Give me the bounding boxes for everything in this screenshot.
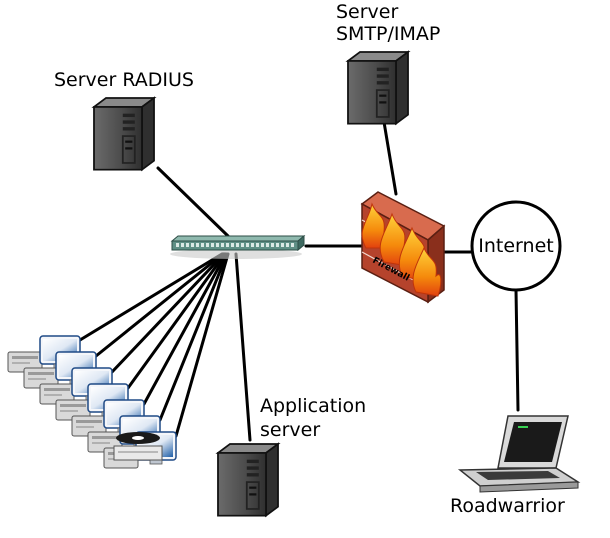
switch-port bbox=[236, 243, 239, 247]
switch-port bbox=[221, 243, 224, 247]
link-radius-switch bbox=[156, 166, 230, 238]
switch-port bbox=[231, 243, 234, 247]
cd-disc-icon bbox=[113, 432, 163, 461]
internet-cloud: Internet bbox=[470, 200, 562, 292]
link-switch-workstation-6 bbox=[158, 252, 229, 422]
link-switch-workstation-1 bbox=[78, 252, 224, 342]
switch-port bbox=[291, 243, 294, 247]
switch-port bbox=[201, 243, 204, 247]
link-internet-roadwarrior bbox=[514, 288, 520, 412]
switch-port bbox=[206, 243, 209, 247]
link-switch-workstation-4 bbox=[126, 252, 227, 390]
link-switch-workstation-5 bbox=[142, 252, 228, 406]
switch-port bbox=[196, 243, 199, 247]
links bbox=[78, 120, 520, 442]
switch-port bbox=[276, 243, 279, 247]
server-radius-label: Server RADIUS bbox=[54, 69, 194, 91]
application-server-label-line1: Application bbox=[260, 395, 366, 417]
internet-label: Internet bbox=[478, 235, 553, 257]
server-smtp-label-line1: Server bbox=[336, 1, 398, 23]
switch-port bbox=[251, 243, 254, 247]
server-smtp-imap-icon bbox=[347, 51, 409, 125]
server-radius-icon bbox=[93, 97, 155, 171]
link-switch-application bbox=[234, 252, 252, 442]
switch-port bbox=[181, 243, 184, 247]
firewall-icon: Firewall bbox=[360, 191, 446, 304]
switch-port bbox=[281, 243, 284, 247]
application-server-label-line2: server bbox=[260, 419, 320, 441]
switch-port bbox=[241, 243, 244, 247]
switch-port bbox=[226, 243, 229, 247]
switch-port bbox=[191, 243, 194, 247]
link-switch-workstation-3 bbox=[110, 252, 226, 374]
link-switch-workstation-7 bbox=[174, 252, 230, 438]
switch-port bbox=[271, 243, 274, 247]
switch-port bbox=[176, 243, 179, 247]
switch-port bbox=[261, 243, 264, 247]
link-smtp-firewall bbox=[382, 120, 398, 196]
switch-port bbox=[216, 243, 219, 247]
switch-icon bbox=[170, 234, 306, 259]
application-server-icon bbox=[217, 443, 279, 517]
switch-port bbox=[286, 243, 289, 247]
laptop-icon bbox=[457, 415, 581, 493]
server-smtp-label-line2: SMTP/IMAP bbox=[336, 23, 440, 45]
switch-port bbox=[186, 243, 189, 247]
switch-port bbox=[246, 243, 249, 247]
switch-port bbox=[211, 243, 214, 247]
switch-port bbox=[256, 243, 259, 247]
switch-port bbox=[266, 243, 269, 247]
link-switch-workstation-2 bbox=[94, 252, 225, 358]
roadwarrior-label: Roadwarrior bbox=[450, 495, 565, 517]
